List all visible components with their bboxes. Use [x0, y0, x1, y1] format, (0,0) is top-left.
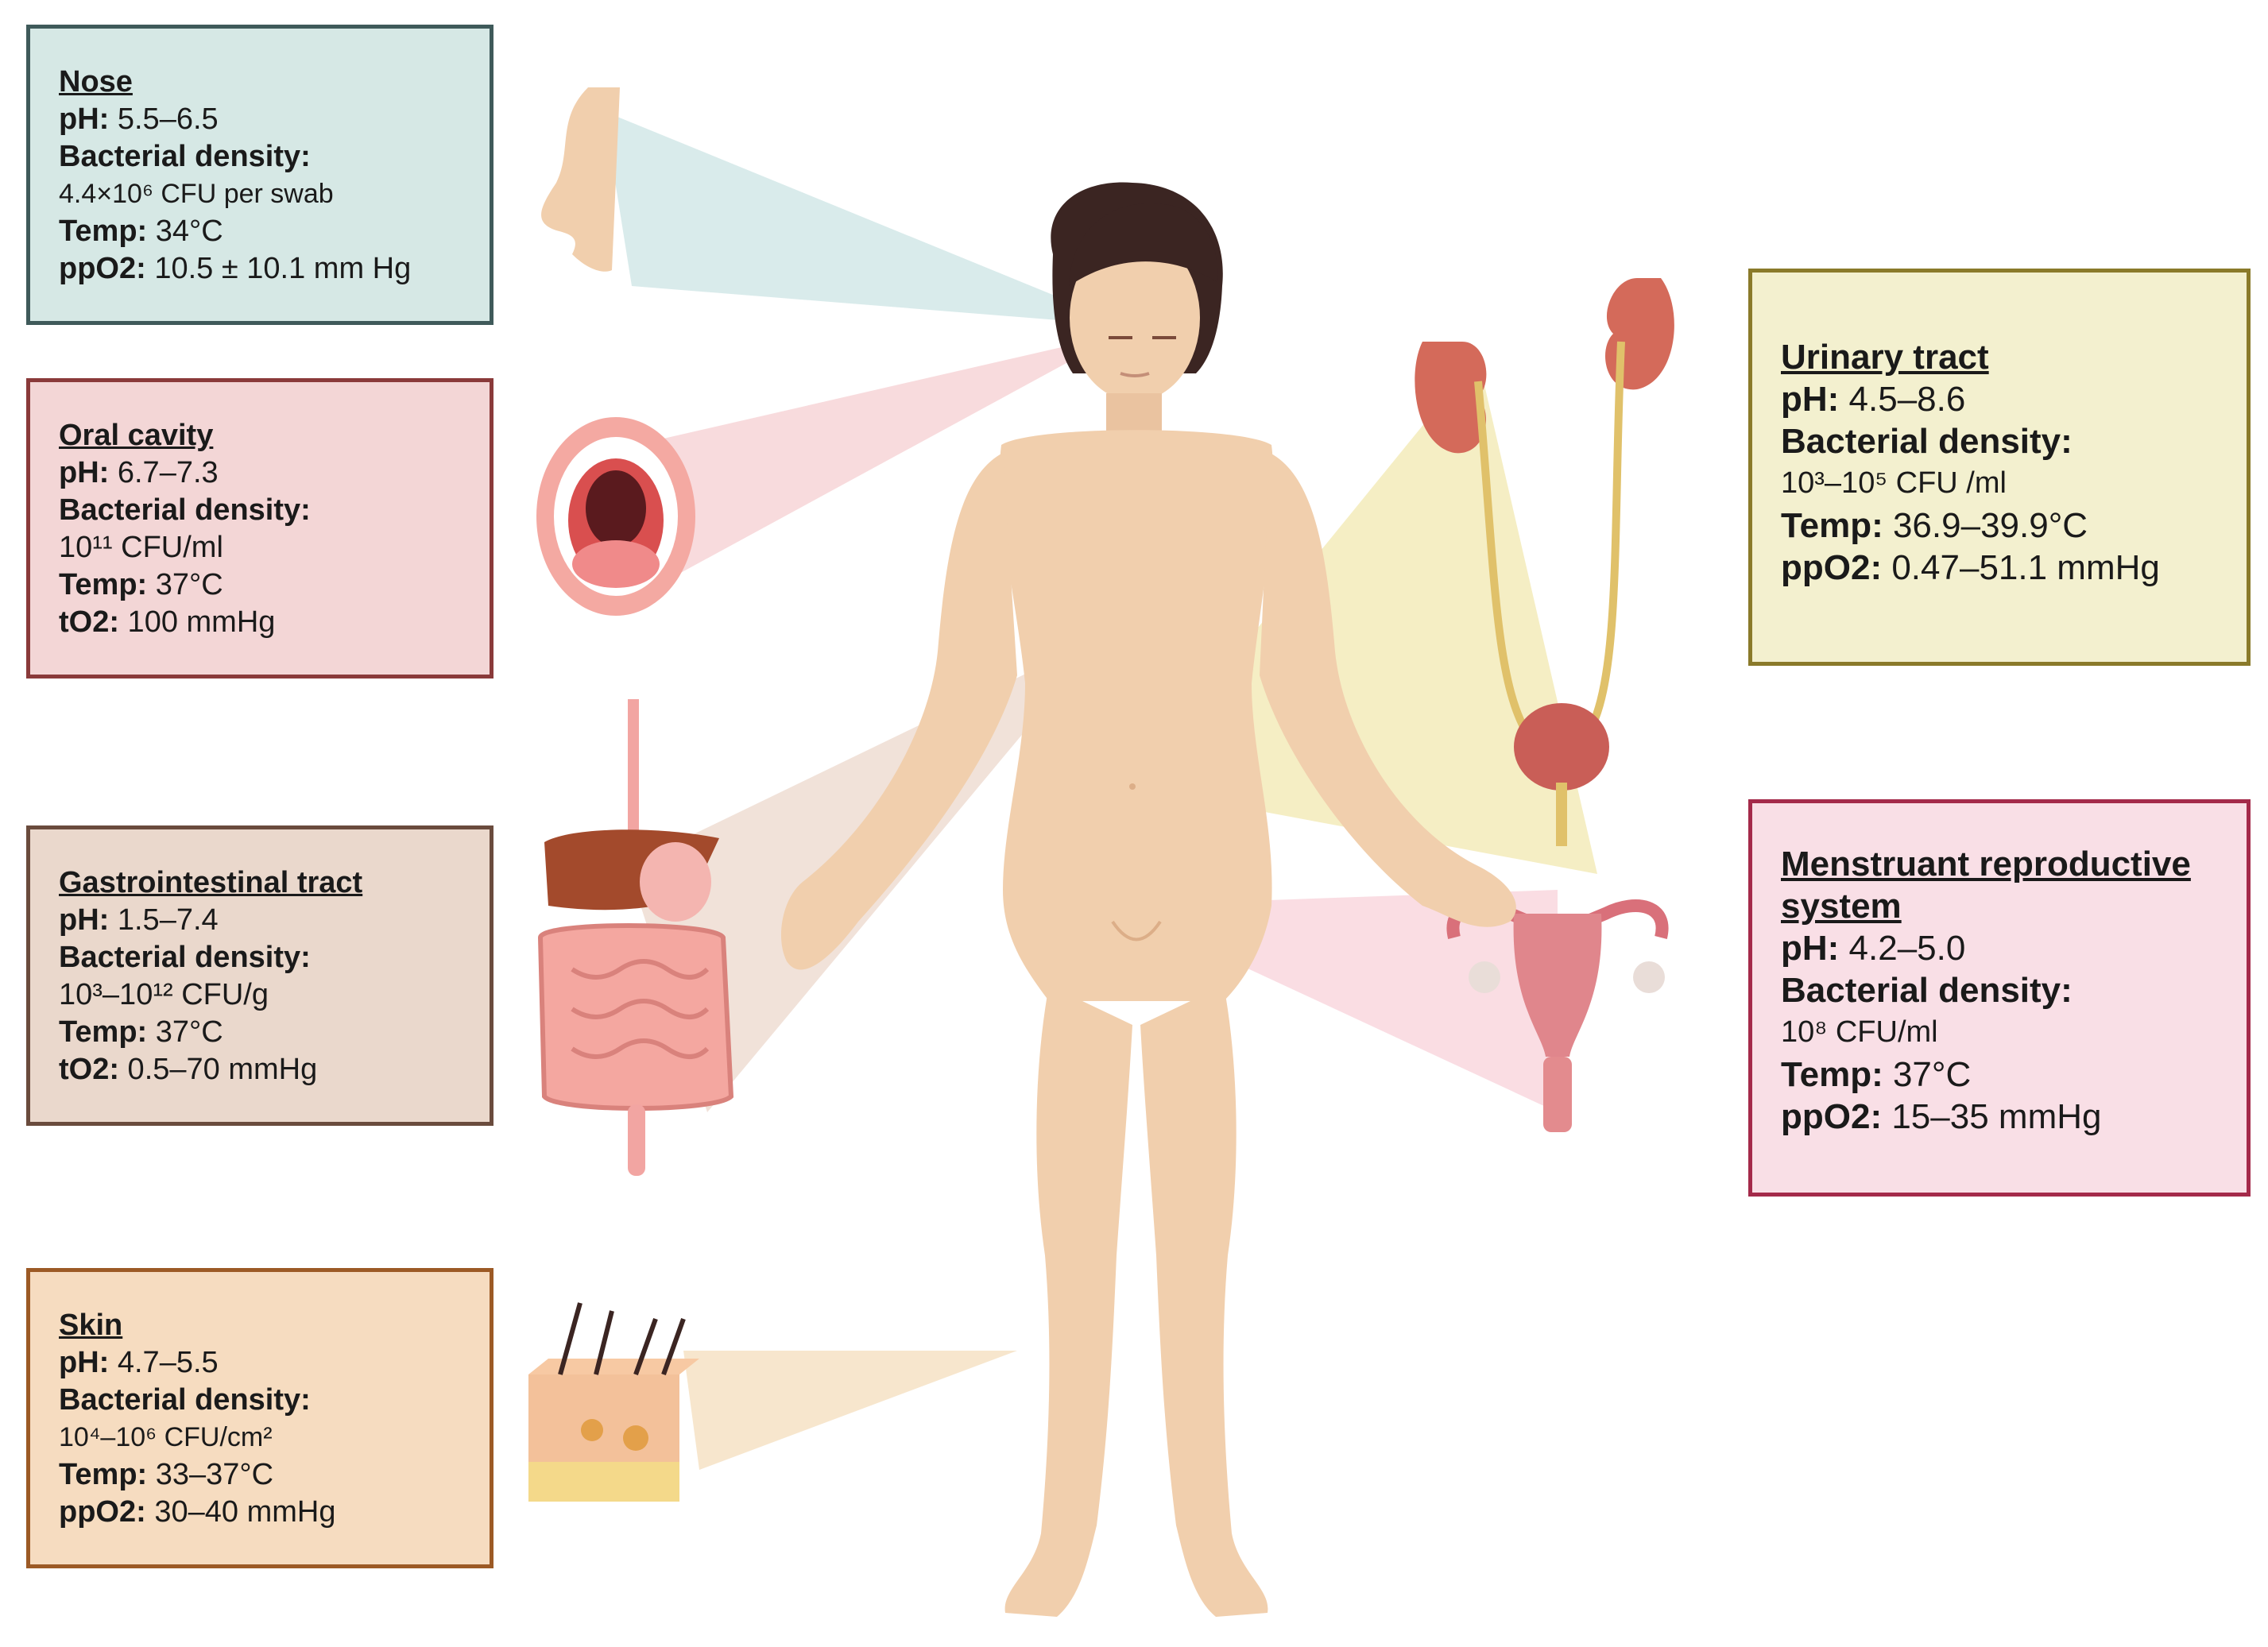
skin-line: ppO2: 30–40 mmHg [59, 1495, 336, 1529]
nose-line: pH: 5.5–6.5 [59, 102, 219, 136]
urinary-icon [1415, 278, 1674, 846]
oral-info-box: Oral cavity pH: 6.7–7.3 Bacterial densit… [26, 378, 493, 679]
oral-line: Bacterial density: [59, 493, 311, 527]
nose-beam [604, 111, 1128, 326]
skin-line: 10⁴–10⁶ CFU/cm² [59, 1422, 273, 1452]
skin-beam [683, 1351, 1017, 1470]
gi-info-box: Gastrointestinal tract pH: 1.5–7.4 Bacte… [26, 825, 493, 1126]
human-figure [780, 182, 1516, 1617]
oral-title: Oral cavity [59, 419, 214, 452]
oral-line: 10¹¹ CFU/ml [59, 531, 223, 564]
reproductive-line: 10⁸ CFU/ml [1781, 1015, 1938, 1049]
gi-line: tO2: 0.5–70 mmHg [59, 1053, 318, 1086]
urinary-line: 10³–10⁵ CFU /ml [1781, 466, 2007, 500]
reproductive-line: ppO2: 15–35 mmHg [1781, 1097, 2102, 1136]
oral-line: Temp: 37°C [59, 568, 223, 601]
nose-line: ppO2: 10.5 ± 10.1 mm Hg [59, 252, 412, 285]
skin-title: Skin [59, 1309, 123, 1342]
oral-line: tO2: 100 mmHg [59, 605, 276, 639]
reproductive-line: Bacterial density: [1781, 971, 2073, 1010]
urinary-line: Temp: 36.9–39.9°C [1781, 506, 2088, 545]
skin-icon [528, 1302, 699, 1502]
urinary-line: Bacterial density: [1781, 422, 2073, 461]
nose-line: 4.4×10⁶ CFU per swab [59, 179, 334, 209]
urinary-line: pH: 4.5–8.6 [1781, 380, 1966, 419]
reproductive-info-box: Menstruant reproductive system pH: 4.2–5… [1748, 799, 2251, 1197]
reproductive-line: pH: 4.2–5.0 [1781, 929, 1966, 968]
skin-line: Temp: 33–37°C [59, 1458, 274, 1491]
nose-info-box: Nose pH: 5.5–6.5 Bacterial density: 4.4×… [26, 25, 493, 325]
oral-line: pH: 6.7–7.3 [59, 456, 219, 489]
digestive-icon [537, 699, 734, 1176]
urinary-title: Urinary tract [1781, 338, 1989, 377]
skin-info-box: Skin pH: 4.7–5.5 Bacterial density: 10⁴–… [26, 1268, 493, 1568]
nose-title: Nose [59, 65, 133, 99]
gi-title: Gastrointestinal tract [59, 866, 363, 899]
gi-line: Bacterial density: [59, 941, 311, 974]
gi-line: pH: 1.5–7.4 [59, 903, 219, 937]
skin-line: Bacterial density: [59, 1383, 311, 1417]
nose-line: Temp: 34°C [59, 215, 223, 248]
nose-line: Bacterial density: [59, 140, 311, 173]
reproductive-title: Menstruant reproductive system [1781, 845, 2191, 926]
gi-line: 10³–10¹² CFU/g [59, 978, 269, 1011]
reproductive-line: Temp: 37°C [1781, 1055, 1972, 1094]
urinary-line: ppO2: 0.47–51.1 mmHg [1781, 548, 2160, 587]
nose-icon [541, 87, 620, 272]
urinary-info-box: Urinary tract pH: 4.5–8.6 Bacterial dens… [1748, 269, 2251, 666]
oral-beam [636, 334, 1120, 580]
skin-line: pH: 4.7–5.5 [59, 1346, 219, 1379]
gi-line: Temp: 37°C [59, 1015, 223, 1049]
mouth-icon [536, 417, 695, 616]
